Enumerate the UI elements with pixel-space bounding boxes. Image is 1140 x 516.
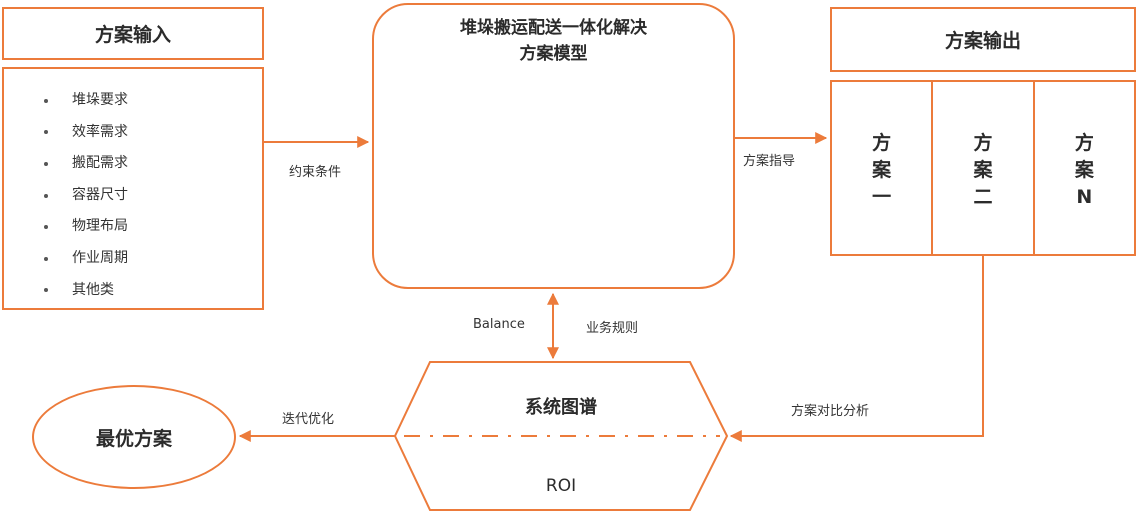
bullet-icon [44, 225, 48, 230]
bullet-icon [44, 256, 48, 261]
input-header-box: 方案输入 [2, 7, 264, 60]
input-item: 其他类 [44, 275, 262, 307]
model-title: 堆垛搬运配送一体化解决 方案模型 [460, 18, 647, 64]
bullet-icon [44, 288, 48, 293]
input-item: 作业周期 [44, 243, 262, 275]
input-item: 容器尺寸 [44, 180, 262, 212]
label-rules: 业务规则 [586, 321, 639, 336]
best-solution-text: 最优方案 [95, 427, 172, 450]
input-item: 搬配需求 [44, 148, 262, 180]
arrow-compare [729, 256, 984, 442]
output-option-1: 方 案 一 [832, 82, 934, 254]
system-graph-roi: ROI [545, 476, 577, 496]
label-constraint: 约束条件 [289, 165, 342, 180]
input-item: 物理布局 [44, 211, 262, 243]
output-option-n: 方 案 N [1074, 132, 1094, 208]
output-header-text: 方案输出 [944, 30, 1021, 52]
solution-model-box: 堆垛搬运配送一体化解决 方案模型 [372, 3, 735, 289]
input-item: 效率需求 [44, 117, 262, 149]
output-option-2: 方 案 二 [933, 82, 1035, 254]
bullet-icon [44, 98, 48, 103]
system-graph-title: 系统图谱 [525, 397, 597, 418]
label-iterate: 迭代优化 [282, 412, 335, 427]
bullet-icon [44, 161, 48, 166]
input-list-box: 堆垛要求 效率需求 搬配需求 容器尺寸 物理布局 作业周期 其他类 [2, 67, 264, 310]
label-guide: 方案指导 [743, 154, 796, 169]
label-balance: Balance [473, 317, 525, 332]
label-compare: 方案对比分析 [791, 404, 870, 419]
best-solution-ellipse: 最优方案 [32, 385, 236, 489]
input-item: 堆垛要求 [44, 85, 262, 117]
output-options-grid: 方 案 一 方 案 二 方 案 N [830, 80, 1136, 256]
input-items: 堆垛要求 效率需求 搬配需求 容器尺寸 物理布局 作业周期 其他类 [4, 69, 262, 306]
bullet-icon [44, 130, 48, 135]
bullet-icon [44, 193, 48, 198]
input-header-text: 方案输入 [94, 24, 171, 46]
output-header-box: 方案输出 [830, 7, 1136, 72]
